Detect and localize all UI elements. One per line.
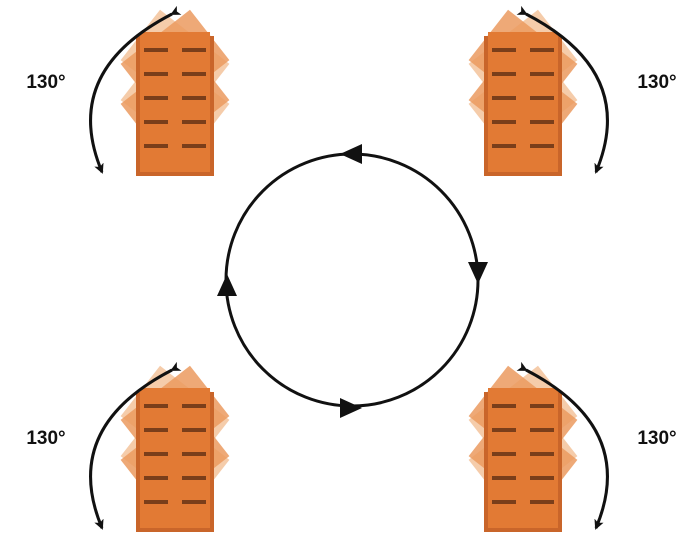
block-stripe [182,144,206,148]
block-group-top-left: 130° [26,5,230,176]
block-front [488,32,558,172]
block-stripe [144,428,168,432]
block-stripe [492,500,516,504]
block-front [140,32,210,172]
block-stripe [144,48,168,52]
block-stripe [492,72,516,76]
rotation-arrow [516,361,609,530]
block-stripe [492,428,516,432]
block-stripe [144,404,168,408]
block-stripe [182,72,206,76]
block-stripe [530,500,554,504]
rotation-arrow [516,5,609,174]
block-stripe [492,96,516,100]
block-stripe [144,72,168,76]
cycle-arrowhead-right [468,262,488,284]
block-stripe [530,476,554,480]
block-stripe [492,404,516,408]
block-stripe [492,48,516,52]
cycle-circle [224,152,480,408]
block-group-top-right: 130° [468,5,677,176]
block-stripe [530,120,554,124]
block-stripe [144,452,168,456]
block-stripe [144,500,168,504]
block-front [140,388,210,528]
block-stripe [182,120,206,124]
rotation-arrow [89,5,182,174]
block-stripe [530,144,554,148]
block-stripe [182,476,206,480]
block-front [488,388,558,528]
angle-label: 130° [26,72,65,93]
block-stripe [492,452,516,456]
block-stripe [144,476,168,480]
angle-label: 130° [637,72,676,93]
cycle-arrowhead-left [217,274,237,296]
block-stripe [530,96,554,100]
block-stripe [144,96,168,100]
cycle-arrowhead-bottom [340,398,362,418]
block-stripe [530,452,554,456]
block-stripe [182,96,206,100]
block-stripe [530,404,554,408]
block-stripe [492,120,516,124]
block-group-bottom-left: 130° [26,361,230,532]
block-stripe [492,476,516,480]
block-stripe [530,428,554,432]
block-stripe [530,72,554,76]
block-stripe [182,48,206,52]
angle-label: 130° [637,428,676,449]
block-stripe [182,452,206,456]
block-stripe [492,144,516,148]
central-cycle [217,144,488,418]
rotation-arrow [89,361,182,530]
angle-label: 130° [26,428,65,449]
block-stripe [530,48,554,52]
block-stripe [182,404,206,408]
block-stripe [182,500,206,504]
block-stripe [144,120,168,124]
block-stripe [182,428,206,432]
block-group-bottom-right: 130° [468,361,677,532]
block-stripe [144,144,168,148]
cycle-arrowhead-top [340,144,362,164]
